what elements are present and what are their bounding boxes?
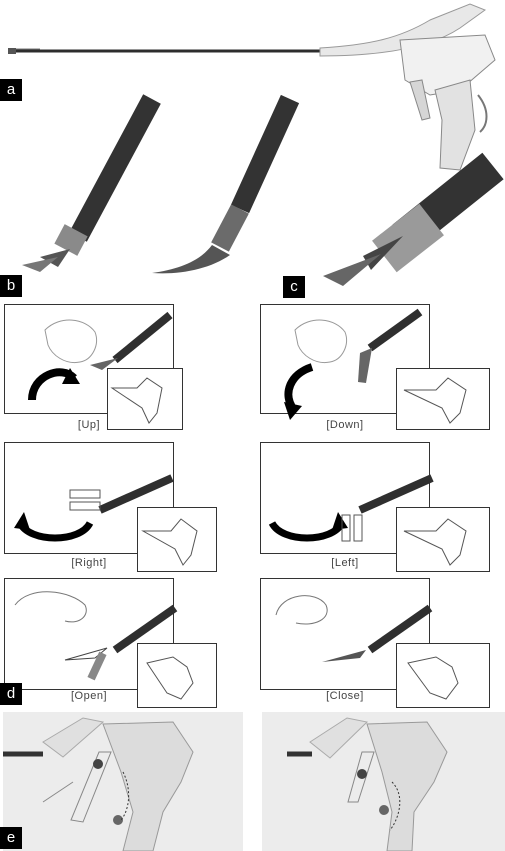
handle-inset-up-icon [110, 377, 163, 424]
panel-a-label: a [0, 79, 22, 101]
panel-c-tip-closeup: c [283, 152, 505, 298]
panel-c-label: c [283, 276, 305, 298]
motion-caption-right: [Right] [71, 557, 107, 569]
circular-arrow-left-icon [268, 512, 348, 542]
shaft-left-icon [341, 474, 434, 542]
hand-gesture-icon [44, 319, 97, 364]
panel-a-instrument-overview: a [0, 0, 505, 171]
shaft-right-icon [69, 474, 174, 514]
panel-b-label: b [0, 275, 22, 297]
motion-caption-up: [Up] [77, 419, 101, 431]
instrument-handle-illustration [319, 3, 496, 171]
shaft-open-icon [64, 604, 178, 681]
curved-dissector-illustration [152, 94, 300, 274]
handle-operation-left-illustration [3, 717, 194, 851]
hand-close-icon [275, 595, 328, 625]
motion-caption-open: [Open] [70, 690, 108, 702]
handle-operation-right-illustration [287, 717, 448, 851]
curved-arrow-up-icon [28, 368, 80, 401]
shaft-up-icon [90, 311, 173, 370]
handle-inset-open-icon [146, 656, 194, 700]
articulated-grasper-illustration [22, 94, 161, 272]
panel-e-handle-operation: e [0, 712, 505, 851]
instrument-shaft-illustration [8, 48, 330, 54]
panel-d-motion-grid: [Up] [Down] [0, 300, 505, 708]
hand-gesture-icon [294, 319, 347, 364]
panel-d-label: d [0, 683, 22, 705]
motion-caption-down: [Down] [326, 419, 364, 431]
tip-closeup-illustration [323, 152, 504, 286]
handle-inset-left-icon [403, 518, 467, 566]
motion-caption-close: [Close] [326, 690, 364, 702]
hand-open-icon [14, 591, 87, 623]
handle-inset-right-icon [141, 518, 198, 566]
panel-b-tool-tips: b [0, 94, 300, 297]
handle-inset-close-icon [407, 656, 459, 700]
shaft-close-icon [322, 604, 433, 662]
panel-e-label: e [0, 827, 22, 849]
motion-caption-left: [Left] [331, 557, 359, 569]
handle-inset-down-icon [403, 377, 467, 424]
shaft-down-icon [358, 308, 423, 383]
curved-arrow-down-icon [284, 363, 314, 420]
circular-arrow-right-icon [14, 512, 94, 542]
